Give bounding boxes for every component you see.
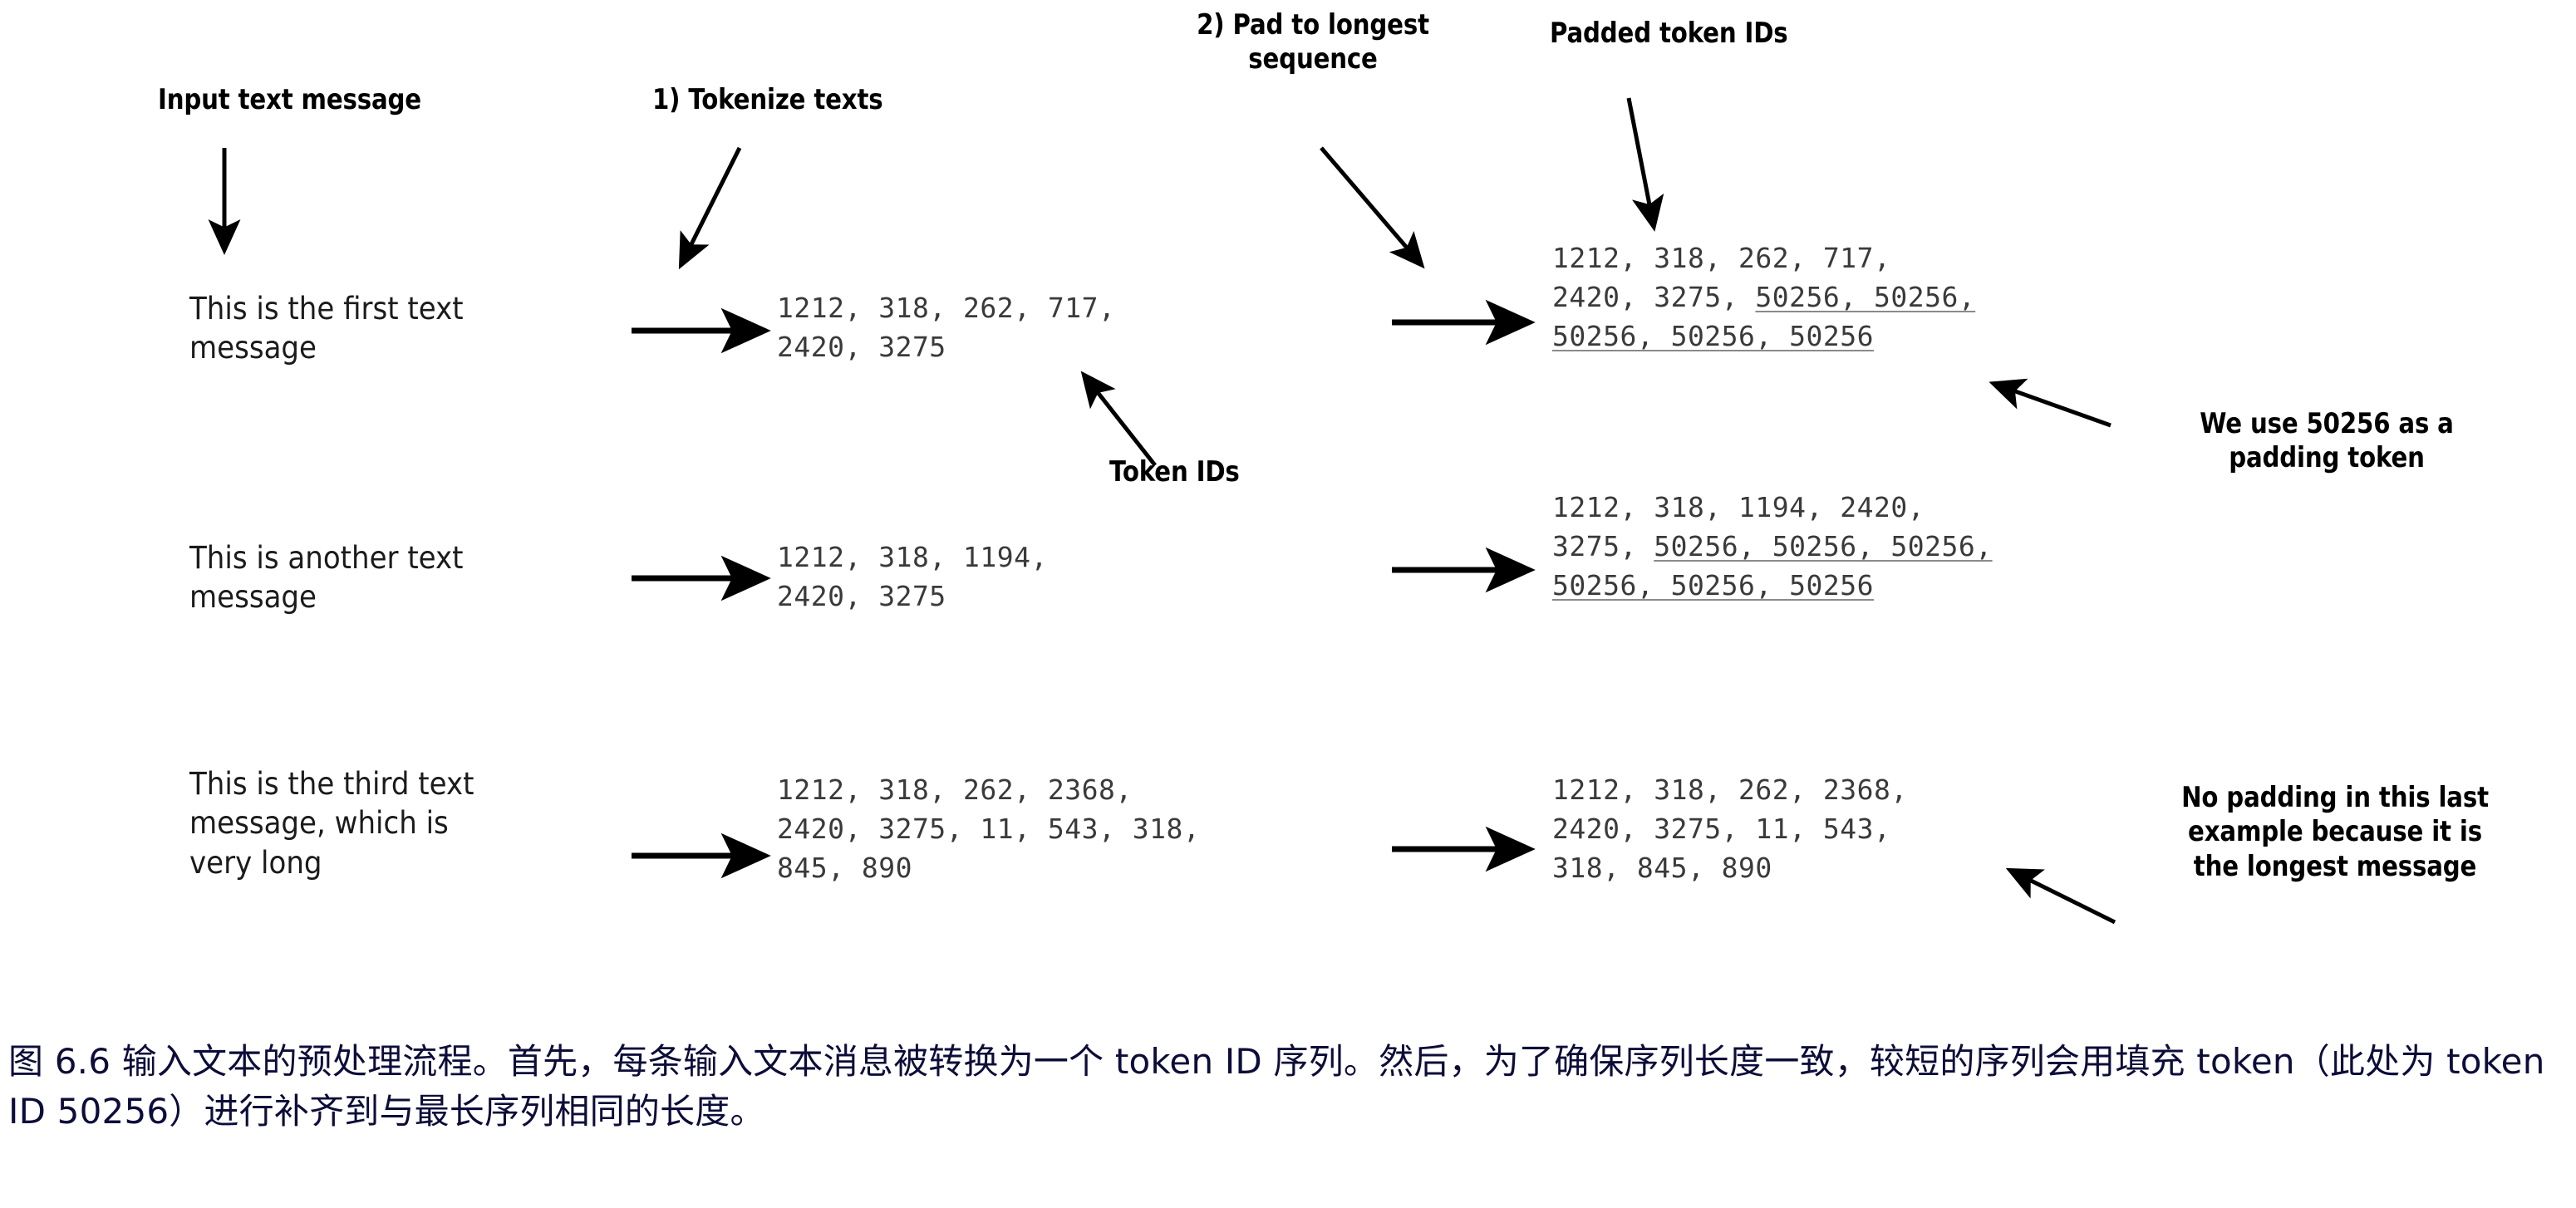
token-run: 845, 890 — [777, 851, 912, 884]
token-run: 2420, 3275 — [777, 579, 946, 612]
token-run: 1212, 318, 1194, 2420, — [1552, 491, 1925, 523]
token-run: 2420, 3275 — [777, 330, 946, 363]
arrow-token-ids-callout — [1080, 371, 1157, 467]
arrow-tokenize-label — [678, 146, 742, 270]
token-run: 1212, 318, 262, 717, — [777, 292, 1116, 324]
padding-token-run: 50256, 50256, 50256, — [1654, 529, 1993, 562]
token-run: 2420, 3275, 11, 543, 318, — [777, 812, 1201, 845]
row-padded-token-ids: 1212, 318, 262, 717, 2420, 3275, 50256, 5… — [1552, 239, 1975, 356]
label-no-padding-note: No padding in this last example because … — [2181, 781, 2489, 883]
figure-caption: 图 6.6 输入文本的预处理流程。首先，每条输入文本消息被转换为一个 token… — [8, 1041, 2545, 1132]
arrow-padded-label — [1626, 97, 1664, 232]
padding-token-run: 50256, 50256, 50256 — [1552, 568, 1874, 602]
figure-canvas: Input text message 1) Tokenize texts 2) … — [158, 8, 2489, 925]
label-padded-token-ids: Padded token IDs — [1550, 17, 1788, 50]
token-run: 1212, 318, 262, 2368, — [777, 773, 1133, 806]
arrow-padding-note-callout — [1989, 378, 2111, 428]
label-input-text-message: Input text message — [158, 83, 421, 116]
row-message: This is another text message — [189, 540, 464, 616]
row-padded-token-ids: 1212, 318, 1194, 2420, 3275, 50256, 50256… — [1552, 489, 1993, 606]
row-message: This is the third text message, which is… — [189, 766, 474, 881]
token-run: 1212, 318, 262, 2368, — [1552, 773, 1908, 806]
row-token-ids: 1212, 318, 1194, 2420, 3275 — [777, 538, 1048, 616]
label-token-ids: Token IDs — [1109, 455, 1240, 489]
arrow-no-padding-note-callout — [2005, 867, 2116, 925]
label-padding-token-note: We use 50256 as a padding token — [2200, 407, 2454, 475]
row-token-ids: 1212, 318, 262, 2368, 2420, 3275, 11, 543… — [777, 771, 1200, 888]
row-message: This is the first text message — [189, 291, 464, 366]
padding-token-run: 50256, 50256, — [1755, 280, 1976, 313]
token-run: 1212, 318, 262, 717, — [1552, 242, 1891, 274]
row-token-ids: 1212, 318, 262, 717, 2420, 3275 — [777, 289, 1115, 367]
token-run: 2420, 3275, — [1552, 280, 1756, 313]
token-run: 318, 845, 890 — [1552, 851, 1772, 884]
label-pad-step: 2) Pad to longest sequence — [1197, 8, 1429, 76]
token-run: 1212, 318, 1194, — [777, 541, 1048, 573]
label-tokenize-step: 1) Tokenize texts — [652, 83, 883, 116]
token-run: 2420, 3275, 11, 543, — [1552, 812, 1891, 845]
arrow-pad-label — [1320, 146, 1425, 269]
token-run: 3275, — [1552, 529, 1654, 562]
row-padded-token-ids: 1212, 318, 262, 2368, 2420, 3275, 11, 543… — [1552, 771, 1908, 888]
padding-token-run: 50256, 50256, 50256 — [1552, 319, 1874, 352]
